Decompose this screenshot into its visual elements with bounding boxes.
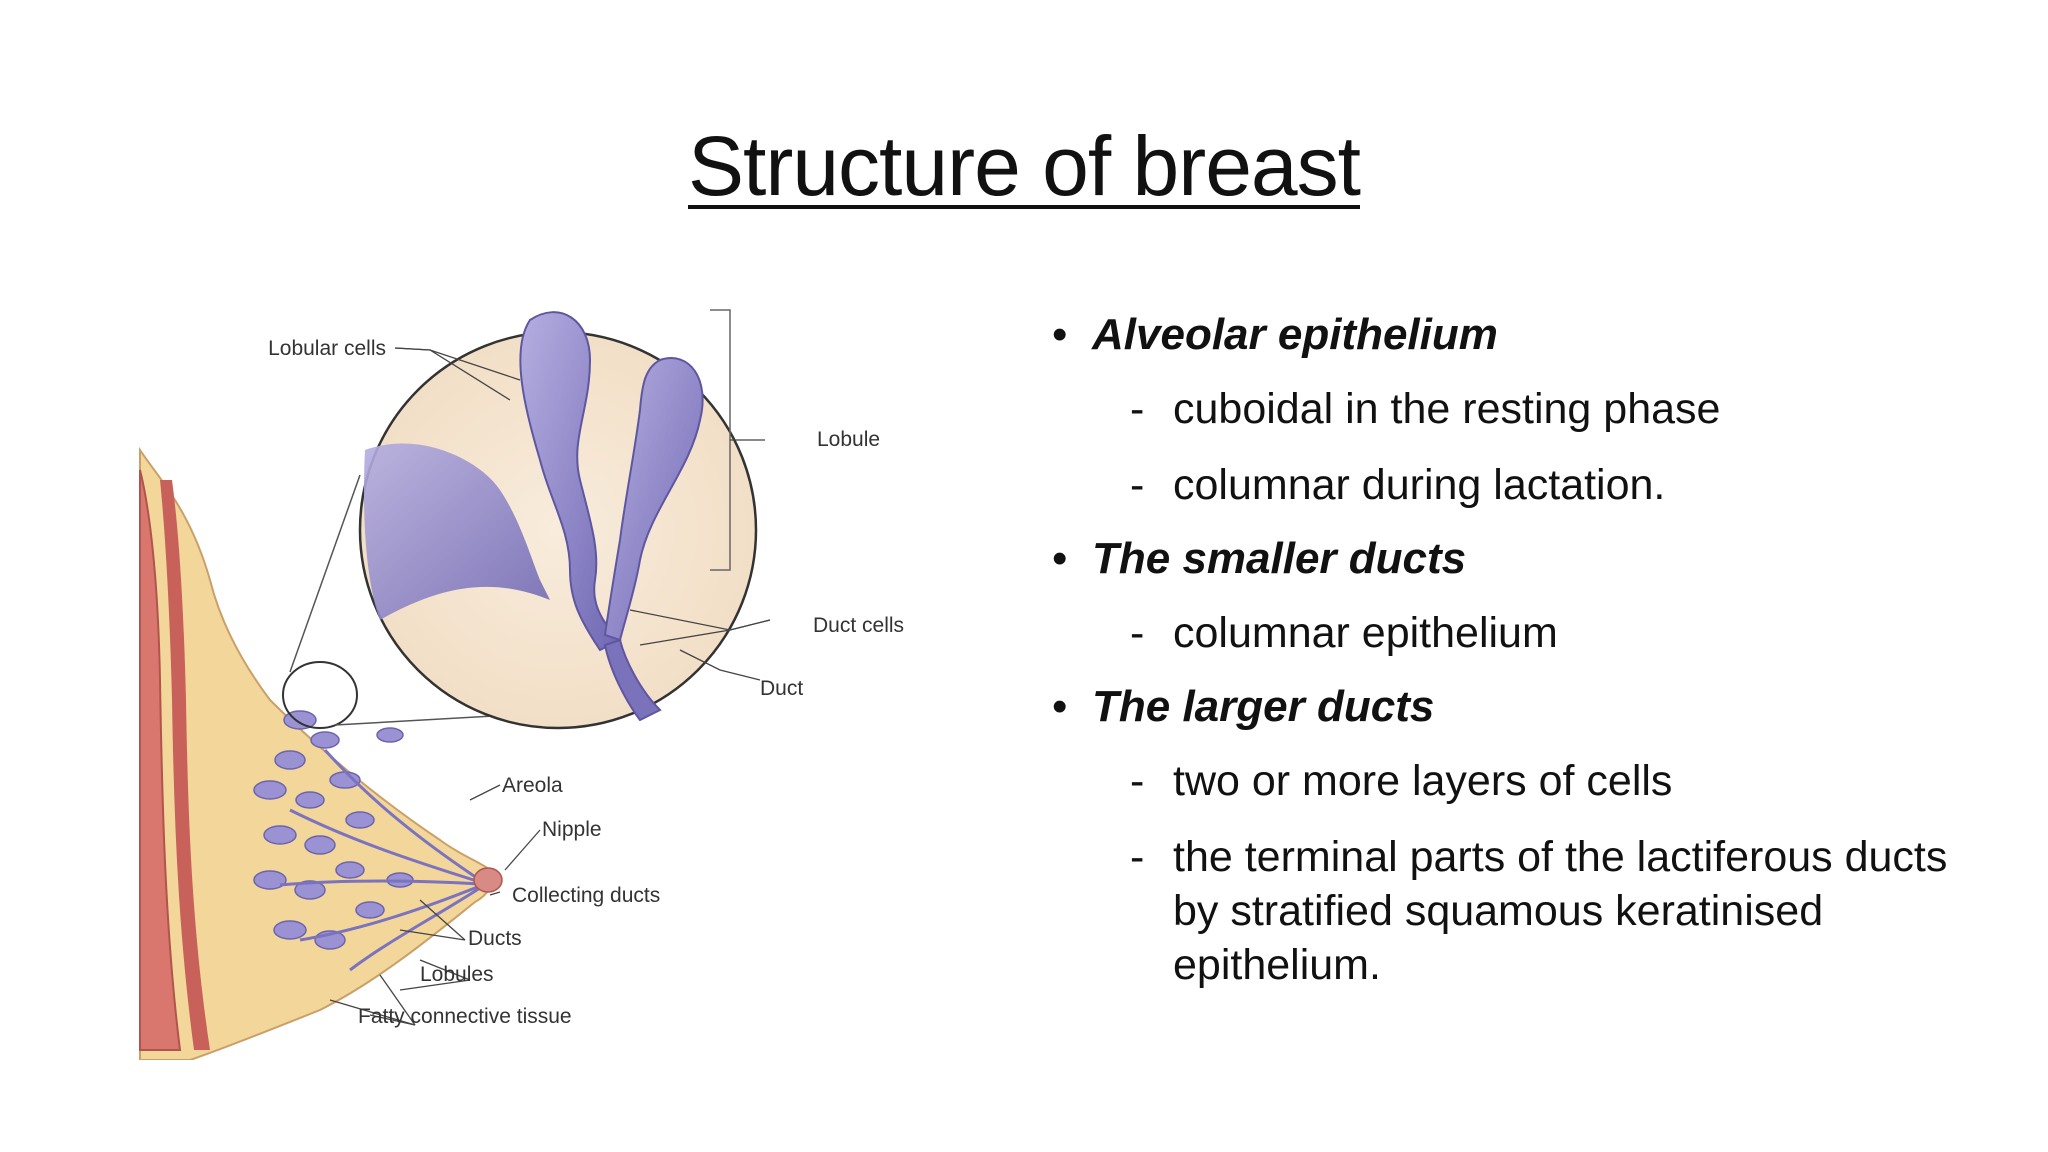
- leader-lines: [329, 347, 771, 1026]
- label-duct: Duct: [760, 677, 803, 700]
- bullet-heading: •The smaller ducts: [1052, 534, 1467, 583]
- bullet-list: •Alveolar epithelium -cuboidal in the re…: [1052, 310, 1992, 1014]
- bullet-heading: •The larger ducts: [1052, 682, 1435, 731]
- magnified-lobule-view: [358, 309, 758, 730]
- bullet-heading: •Alveolar epithelium: [1052, 310, 1498, 359]
- bullet-subitem: -cuboidal in the resting phase: [1130, 385, 1721, 433]
- magnify-connector-top: [289, 474, 361, 673]
- label-fatty-connective-tissue: Fatty connective tissue: [358, 1005, 572, 1028]
- duct-lines: [279, 748, 481, 972]
- breast-anatomy-diagram: Lobular cells Lobule Duct cells Duct Are…: [120, 280, 940, 1060]
- label-lobules: Lobules: [420, 963, 494, 986]
- chest-muscle: [139, 469, 182, 1051]
- label-collecting-ducts: Collecting ducts: [512, 884, 660, 907]
- label-lobule: Lobule: [817, 428, 880, 451]
- label-duct-cells: Duct cells: [813, 614, 904, 637]
- chest-muscle-inner: [160, 480, 210, 1050]
- label-ducts: Ducts: [468, 927, 522, 950]
- bullet-subitem: -columnar epithelium: [1130, 609, 1558, 657]
- label-lobular-cells: Lobular cells: [268, 337, 386, 360]
- bullet-subitem: -two or more layers of cells: [1130, 757, 1673, 805]
- fatty-tissue-shape: [139, 446, 494, 1060]
- breast-diagram-svg: Lobular cells Lobule Duct cells Duct Are…: [139, 309, 904, 1060]
- slide-title: Structure of breast: [688, 119, 1361, 213]
- nipple-shape: [473, 867, 503, 893]
- label-areola: Areola: [502, 774, 563, 797]
- label-nipple: Nipple: [542, 818, 602, 841]
- breast-profile: [139, 446, 503, 1060]
- magnify-marker-circle: [282, 661, 358, 729]
- bullet-subitem: -columnar during lactation.: [1130, 461, 1666, 509]
- bullet-subitem: -the terminal parts of the lactiferous d…: [1130, 833, 1948, 989]
